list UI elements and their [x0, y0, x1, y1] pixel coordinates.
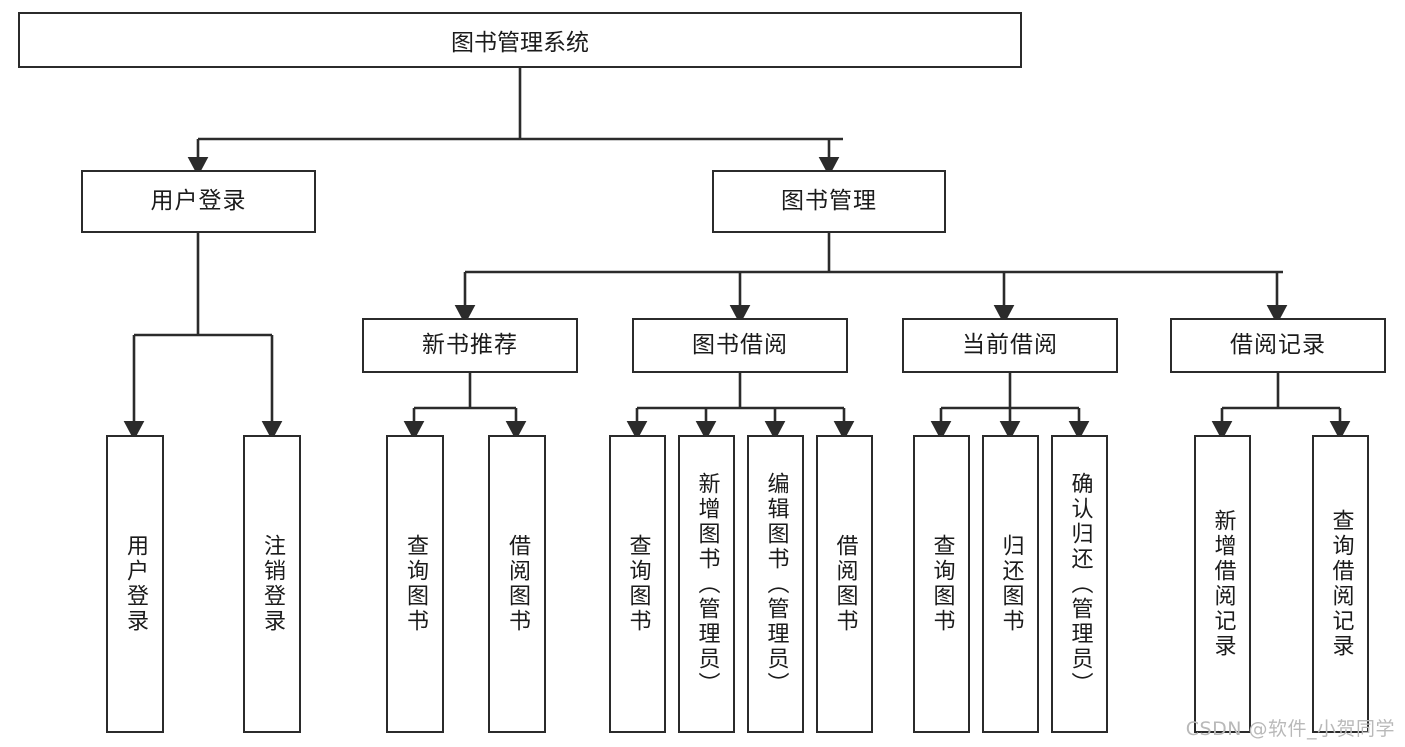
node-label: 图书管理系统 — [451, 30, 589, 56]
node-book-management[interactable]: 图书管理 — [712, 170, 946, 233]
node-label: 图书借阅 — [692, 331, 788, 358]
node-label: 当前借阅 — [962, 331, 1058, 358]
leaf-book-borrow-borrow-book[interactable]: 借阅图书 — [816, 435, 873, 733]
leaf-current-borrow-query-book[interactable]: 查询图书 — [913, 435, 970, 733]
leaf-new-book-borrow-book[interactable]: 借阅图书 — [488, 435, 546, 733]
node-user-login[interactable]: 用户登录 — [81, 170, 316, 233]
leaf-current-borrow-confirm-return-admin[interactable]: 确认归还（管理员） — [1051, 435, 1108, 733]
node-label: 新增图书（管理员） — [694, 471, 720, 697]
leaf-user-login-login[interactable]: 用户登录 — [106, 435, 164, 733]
leaf-book-borrow-add-book-admin[interactable]: 新增图书（管理员） — [678, 435, 735, 733]
node-label: 注销登录 — [260, 534, 285, 634]
node-label: 查询借阅记录 — [1328, 509, 1354, 659]
node-label: 用户登录 — [123, 534, 148, 634]
node-label: 编辑图书（管理员） — [763, 471, 789, 697]
leaf-book-borrow-query-book[interactable]: 查询图书 — [609, 435, 666, 733]
leaf-user-login-logout[interactable]: 注销登录 — [243, 435, 301, 733]
node-label: 查询图书 — [625, 534, 651, 634]
leaf-current-borrow-return-book[interactable]: 归还图书 — [982, 435, 1039, 733]
node-new-book-recommend[interactable]: 新书推荐 — [362, 318, 578, 373]
leaf-borrow-record-add-record[interactable]: 新增借阅记录 — [1194, 435, 1251, 733]
node-label: 借阅记录 — [1230, 331, 1326, 358]
watermark-csdn: CSDN @软件_小贺同学 — [1185, 718, 1395, 740]
node-borrow-record[interactable]: 借阅记录 — [1170, 318, 1386, 373]
leaf-book-borrow-edit-book-admin[interactable]: 编辑图书（管理员） — [747, 435, 804, 733]
leaf-borrow-record-query-record[interactable]: 查询借阅记录 — [1312, 435, 1369, 733]
node-label: 归还图书 — [998, 534, 1024, 634]
node-label: 确认归还（管理员） — [1067, 471, 1093, 697]
node-label: 借阅图书 — [505, 534, 530, 634]
node-book-borrow[interactable]: 图书借阅 — [632, 318, 848, 373]
node-label: 用户登录 — [150, 187, 247, 214]
node-label: 新增借阅记录 — [1210, 509, 1236, 659]
node-label: 图书管理 — [781, 187, 877, 214]
node-label: 借阅图书 — [832, 534, 858, 634]
node-label: 新书推荐 — [422, 331, 518, 358]
node-label: 查询图书 — [929, 534, 955, 634]
node-root-book-management-system[interactable]: 图书管理系统 — [18, 12, 1022, 68]
leaf-new-book-query-book[interactable]: 查询图书 — [386, 435, 444, 733]
node-label: 查询图书 — [403, 534, 428, 634]
node-current-borrow[interactable]: 当前借阅 — [902, 318, 1118, 373]
